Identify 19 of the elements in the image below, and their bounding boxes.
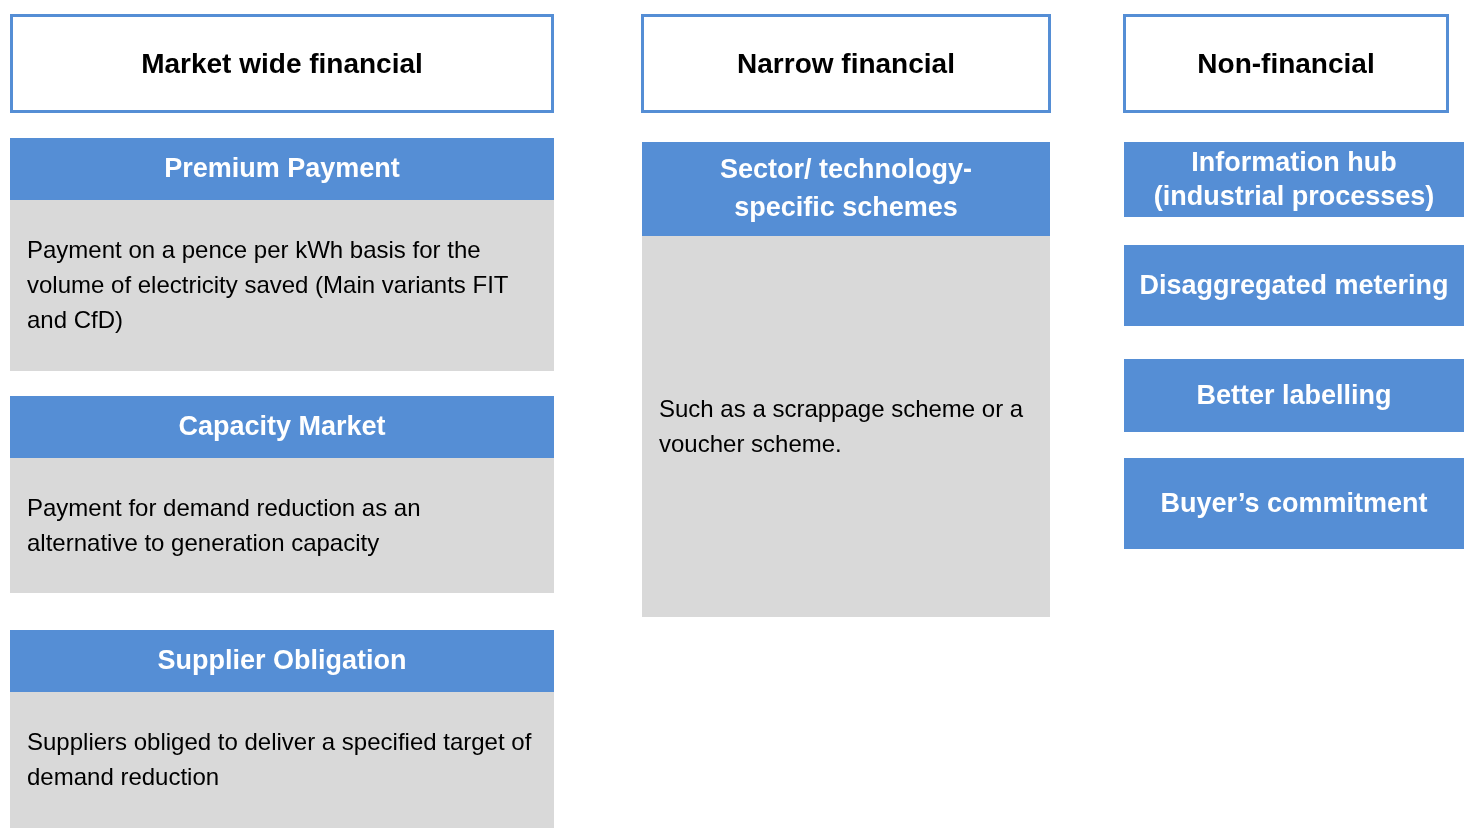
column-header: Market wide financial: [10, 14, 554, 113]
column-header: Non-financial: [1123, 14, 1449, 113]
info-card: [642, 142, 1050, 617]
card-heading: Sector/ technology-specific schemes: [642, 142, 1050, 236]
card-heading: Supplier Obligation: [10, 630, 554, 692]
card-heading: Premium Payment: [10, 138, 554, 200]
category-box: Disaggregated metering: [1124, 245, 1464, 326]
column-header: Narrow financial: [641, 14, 1051, 113]
card-description: Payment for demand reduction as an alternative to generation capacity: [27, 492, 422, 558]
card-description: Such as a scrappage scheme or a voucher scheme.: [659, 393, 1025, 459]
card-description: Payment on a pence per kWh basis for the volume of electricity saved (Main variants FIT and CfD): [27, 235, 510, 335]
card-description: Suppliers obliged to deliver a specified target of demand reduction: [27, 727, 533, 792]
card-heading: Capacity Market: [10, 396, 554, 458]
info-card: [10, 396, 554, 593]
info-card: [10, 138, 554, 371]
category-box: Better labelling: [1124, 359, 1464, 432]
info-card: [10, 630, 554, 828]
category-box: Buyer’s commitment: [1124, 458, 1464, 549]
category-box: Information hub (industrial processes): [1124, 142, 1464, 217]
